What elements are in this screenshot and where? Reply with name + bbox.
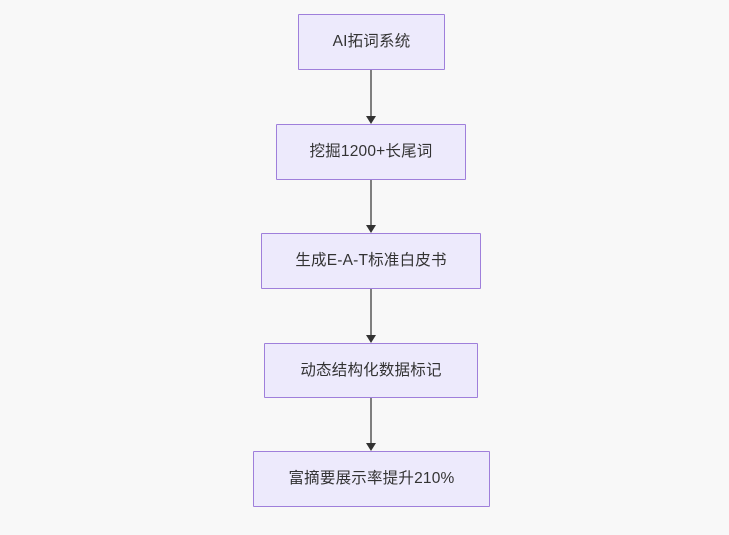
- flow-node-dynamic-structured-data-markup[interactable]: 动态结构化数据标记: [264, 343, 478, 398]
- arrowhead-down-icon: [366, 116, 376, 124]
- flow-node-mine-longtail-keywords[interactable]: 挖掘1200+长尾词: [276, 124, 466, 180]
- edge-line: [370, 289, 372, 335]
- arrowhead-down-icon: [366, 335, 376, 343]
- flow-node-rich-snippet-impression-lift[interactable]: 富摘要展示率提升210%: [253, 451, 490, 507]
- arrowhead-down-icon: [366, 225, 376, 233]
- flow-node-label: 挖掘1200+长尾词: [309, 143, 433, 161]
- edge-line: [370, 70, 372, 116]
- edge-line: [370, 398, 372, 443]
- flow-node-generate-eat-whitepaper[interactable]: 生成E-A-T标准白皮书: [261, 233, 481, 289]
- flow-node-label: AI拓词系统: [332, 33, 411, 51]
- flow-node-label: 动态结构化数据标记: [300, 361, 442, 379]
- edge-line: [370, 180, 372, 225]
- flow-node-label: 富摘要展示率提升210%: [288, 470, 455, 488]
- flow-node-label: 生成E-A-T标准白皮书: [295, 252, 447, 270]
- flow-node-ai-keyword-system[interactable]: AI拓词系统: [298, 14, 445, 70]
- arrowhead-down-icon: [366, 443, 376, 451]
